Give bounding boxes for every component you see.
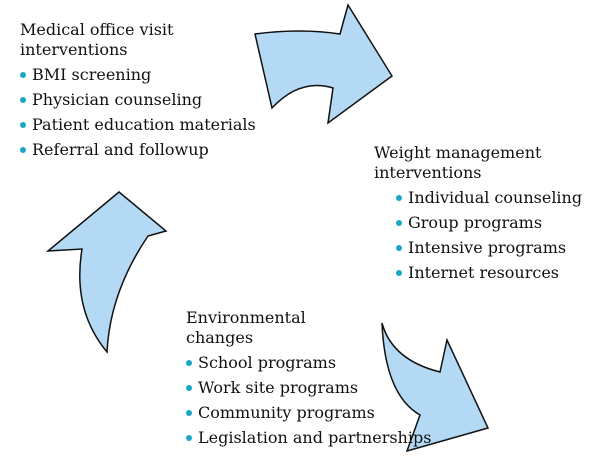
list-item-label: Internet resources bbox=[408, 263, 560, 282]
bullet-icon bbox=[20, 122, 26, 128]
medical-office-block: Medical office visit interventions BMI s… bbox=[20, 20, 256, 162]
weight-management-list: Individual counseling Group programs Int… bbox=[396, 185, 582, 285]
list-item: Patient education materials bbox=[20, 112, 256, 137]
bullet-icon bbox=[20, 147, 26, 153]
medical-office-title-line1: Medical office visit bbox=[20, 20, 174, 39]
list-item-label: School programs bbox=[198, 353, 337, 372]
list-item: Work site programs bbox=[186, 375, 431, 400]
weight-management-title: Weight management interventions bbox=[374, 143, 582, 183]
arrow-top-right bbox=[254, 3, 394, 125]
environmental-changes-list: School programs Work site programs Commu… bbox=[186, 350, 431, 450]
list-item-label: Legislation and partnerships bbox=[198, 428, 432, 447]
bullet-icon bbox=[186, 360, 192, 366]
medical-office-title-line2: interventions bbox=[20, 40, 128, 59]
bullet-icon bbox=[20, 97, 26, 103]
list-item-label: Community programs bbox=[198, 403, 375, 422]
list-item: Internet resources bbox=[396, 260, 582, 285]
list-item: School programs bbox=[186, 350, 431, 375]
list-item: Individual counseling bbox=[396, 185, 582, 210]
list-item-label: Physician counseling bbox=[32, 90, 203, 109]
bullet-icon bbox=[186, 410, 192, 416]
bullet-icon bbox=[396, 245, 402, 251]
weight-management-title-line1: Weight management bbox=[374, 143, 542, 162]
list-item-label: Group programs bbox=[408, 213, 543, 232]
bullet-icon bbox=[20, 72, 26, 78]
weight-management-title-line2: interventions bbox=[374, 163, 482, 182]
list-item-label: BMI screening bbox=[32, 65, 152, 84]
list-item: Referral and followup bbox=[20, 137, 256, 162]
list-item-label: Work site programs bbox=[198, 378, 359, 397]
list-item-label: Individual counseling bbox=[408, 188, 583, 207]
list-item: Legislation and partnerships bbox=[186, 425, 431, 450]
list-item-label: Referral and followup bbox=[32, 140, 209, 159]
list-item-label: Intensive programs bbox=[408, 238, 567, 257]
bullet-icon bbox=[396, 270, 402, 276]
list-item: Group programs bbox=[396, 210, 582, 235]
list-item: Physician counseling bbox=[20, 87, 256, 112]
list-item: BMI screening bbox=[20, 62, 256, 87]
environmental-changes-title-line1: Environmental bbox=[186, 308, 306, 327]
list-item: Intensive programs bbox=[396, 235, 582, 260]
bullet-icon bbox=[396, 220, 402, 226]
bullet-icon bbox=[186, 435, 192, 441]
arrow-left-up bbox=[45, 191, 168, 354]
weight-management-block: Weight management interventions Individu… bbox=[374, 143, 582, 285]
list-item-label: Patient education materials bbox=[32, 115, 256, 134]
medical-office-list: BMI screening Physician counseling Patie… bbox=[20, 62, 256, 162]
environmental-changes-block: Environmental changes School programs Wo… bbox=[186, 308, 431, 450]
environmental-changes-title: Environmental changes bbox=[186, 308, 431, 348]
environmental-changes-title-line2: changes bbox=[186, 328, 254, 347]
bullet-icon bbox=[186, 385, 192, 391]
bullet-icon bbox=[396, 195, 402, 201]
list-item: Community programs bbox=[186, 400, 431, 425]
medical-office-title: Medical office visit interventions bbox=[20, 20, 256, 60]
arrow-bottom-right bbox=[381, 322, 490, 453]
